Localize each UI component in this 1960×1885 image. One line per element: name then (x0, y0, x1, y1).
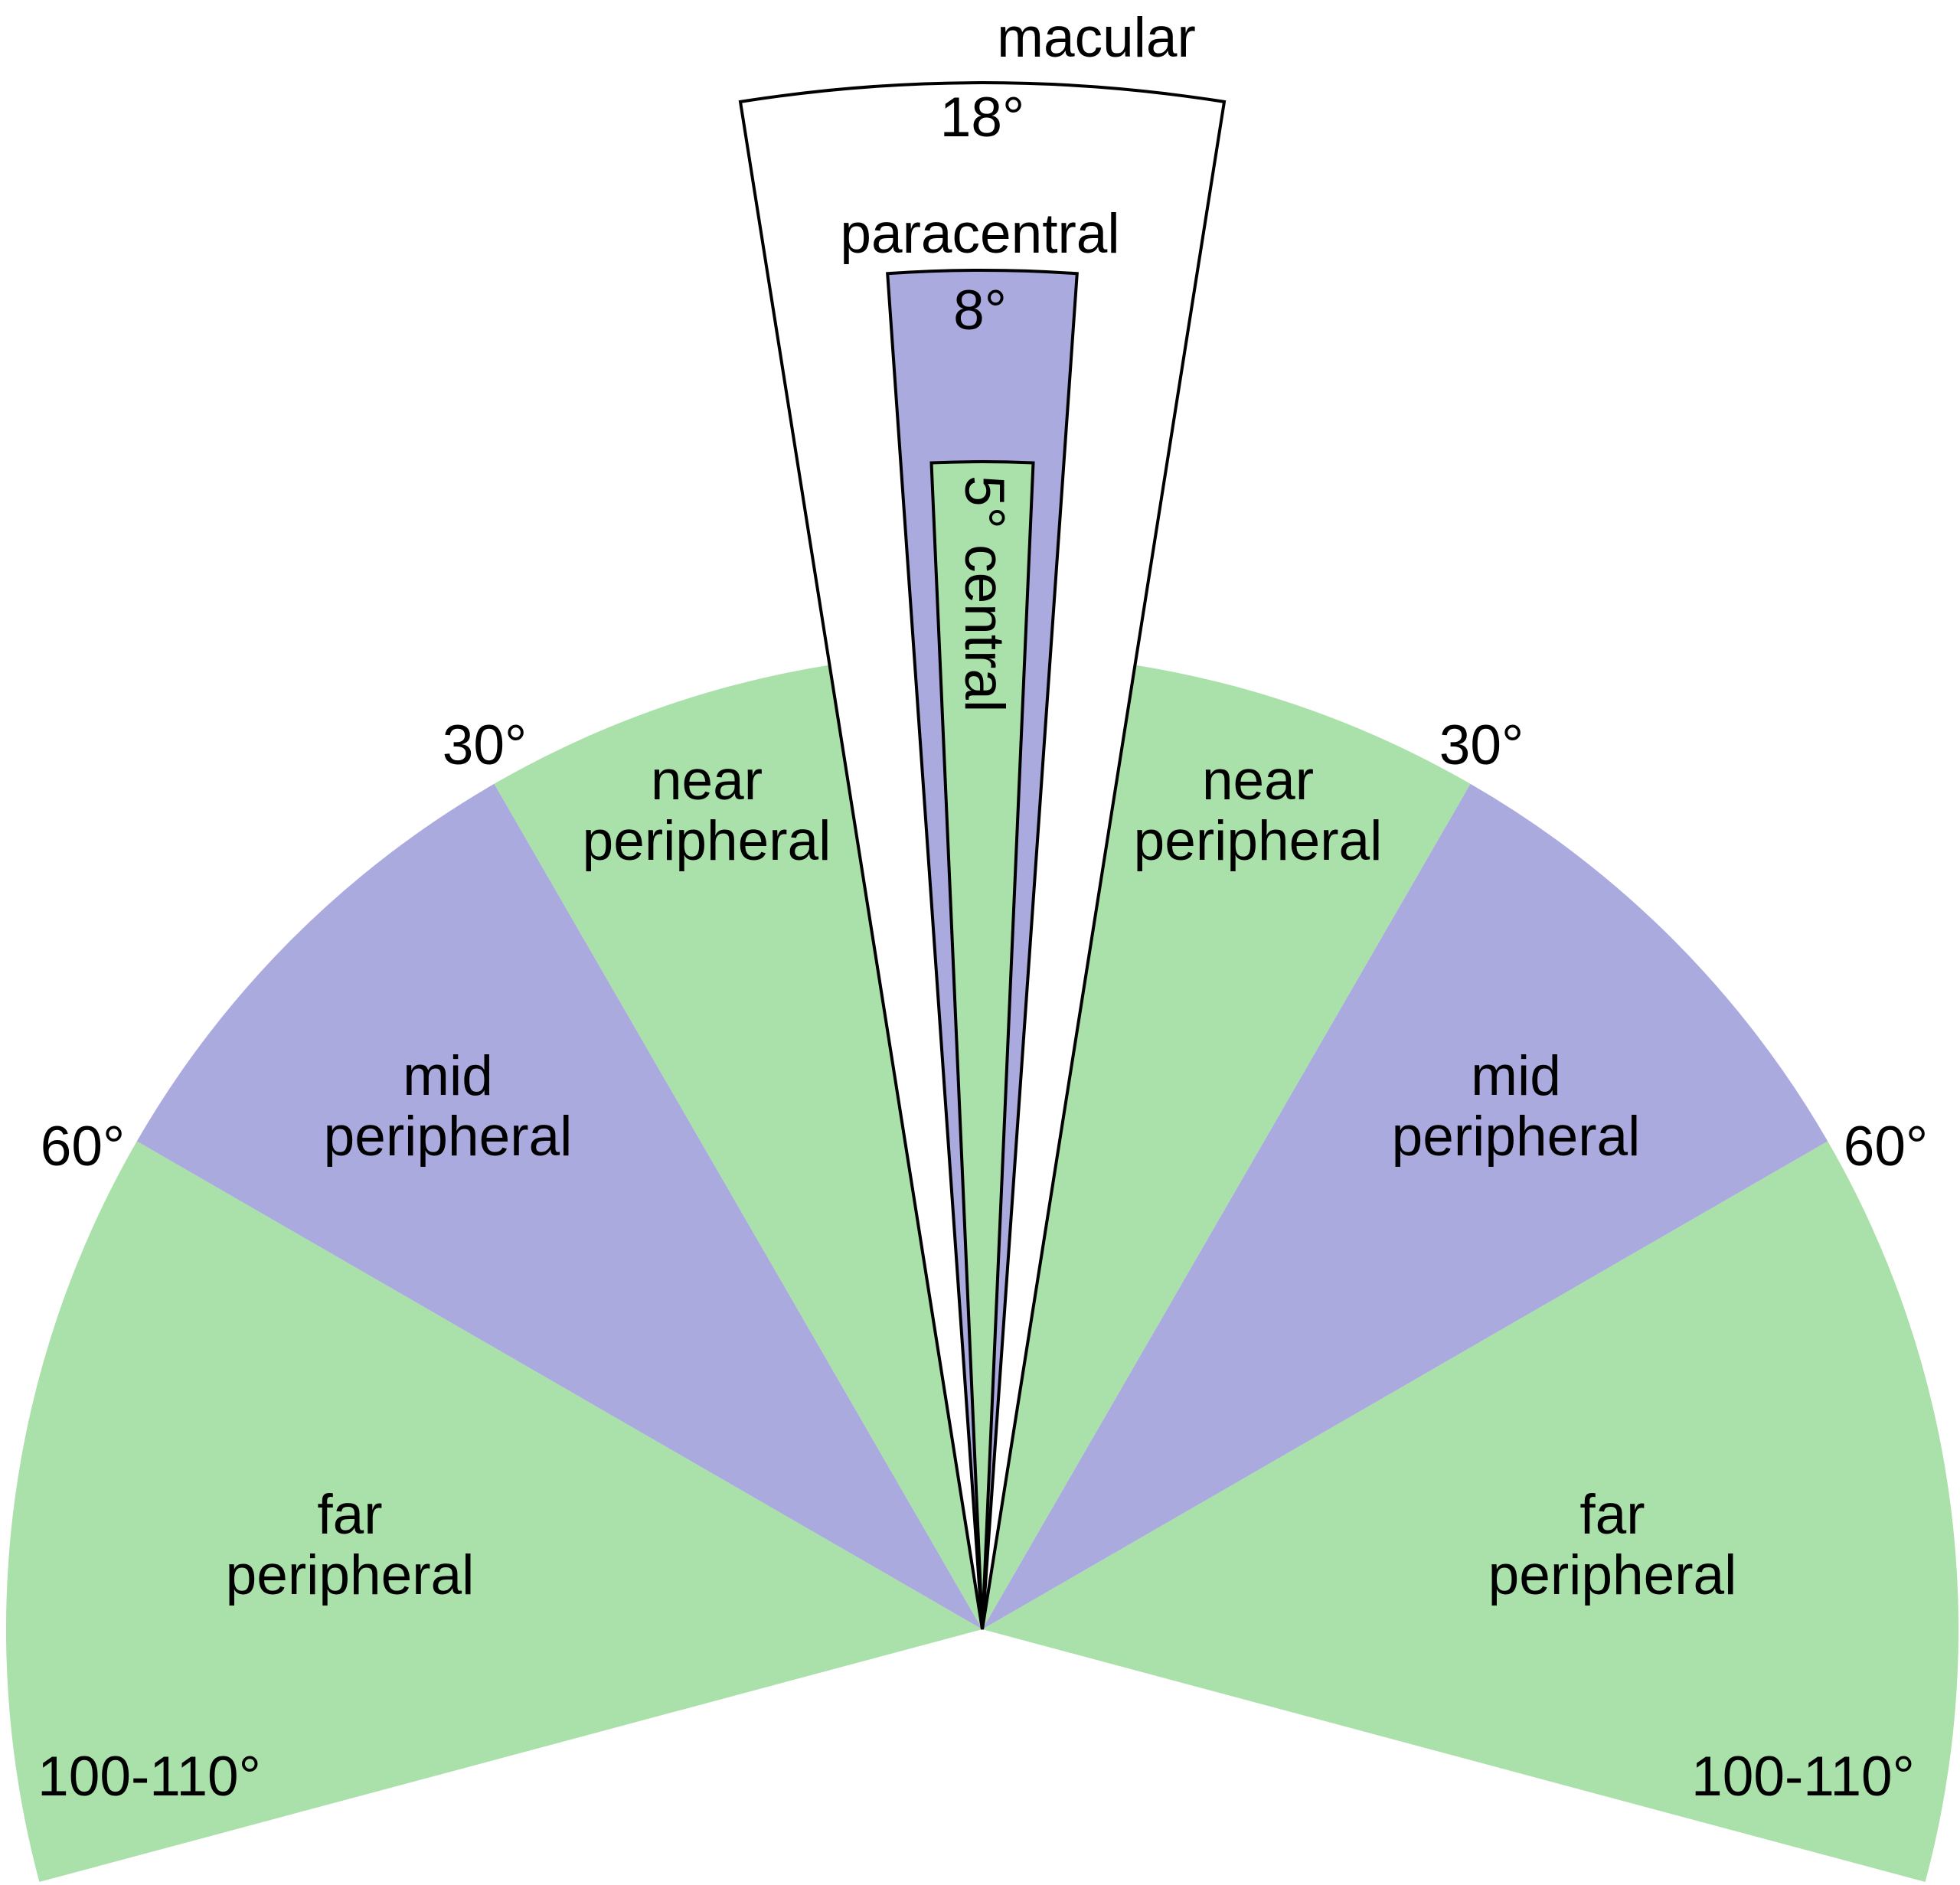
central-wedge (929, 460, 1035, 1630)
far-peripheral-left-label-line2: peripheral (226, 1544, 475, 1606)
near-peripheral-right-label-line2: peripheral (1134, 810, 1383, 872)
far-peripheral-left-label-line1: far (317, 1484, 382, 1546)
far-peripheral-right-sector (982, 1141, 1959, 1882)
degree-100-110-left-label: 100-110° (38, 1746, 261, 1808)
near-peripheral-right-label-line1: near (1202, 750, 1314, 812)
far-peripheral-right-label-line2: peripheral (1488, 1544, 1737, 1606)
mid-peripheral-left-label-line2: peripheral (324, 1106, 573, 1168)
far-peripheral-left-sector (5, 1141, 983, 1882)
mid-peripheral-right-label-line1: mid (1471, 1045, 1561, 1107)
mid-peripheral-right-sector (982, 783, 1828, 1629)
central-label: 5° central (953, 475, 1015, 712)
macular-label: macular (997, 7, 1196, 69)
macular-degree-label: 18° (940, 87, 1024, 149)
degree-60-right-label: 60° (1844, 1116, 1928, 1178)
near-peripheral-left-label-line1: near (651, 750, 763, 812)
near-peripheral-left-label-line2: peripheral (583, 810, 831, 872)
mid-peripheral-right-label-line2: peripheral (1392, 1106, 1641, 1168)
degree-60-left-label: 60° (41, 1116, 125, 1178)
degree-100-110-right-label: 100-110° (1691, 1746, 1915, 1808)
degree-30-right-label: 30° (1439, 714, 1524, 776)
mid-peripheral-left-sector (136, 783, 982, 1629)
paracentral-label: paracentral (840, 203, 1119, 265)
far-peripheral-right-label-line1: far (1579, 1484, 1645, 1546)
mid-peripheral-left-label-line1: mid (403, 1045, 493, 1107)
degree-30-left-label: 30° (443, 714, 527, 776)
paracentral-degree-label: 8° (953, 279, 1007, 341)
